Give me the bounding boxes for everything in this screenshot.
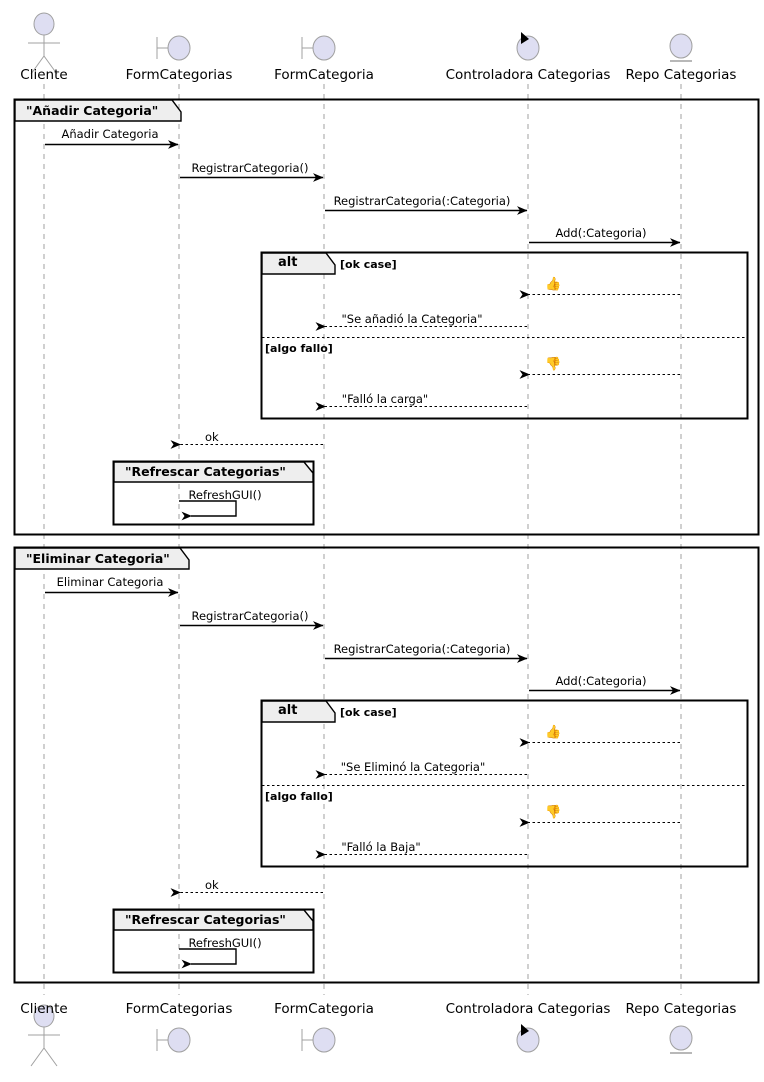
fragment-eliminar-alt-border xyxy=(260,699,749,868)
fragment-eliminar-refrescar-selfcall-label: RefreshGUI() xyxy=(188,936,262,950)
participant-label-top-formcat: FormCategoria xyxy=(274,67,374,83)
fragment-anadir-alt-branch0-message-label-1: "Se añadió la Categoria" xyxy=(341,312,483,326)
actor-icon-legr-cliente-top xyxy=(43,55,58,75)
participant-label-bottom-controladora: Controladora Categorias xyxy=(445,1001,611,1017)
entity-icon-circle-repo-top xyxy=(669,33,693,59)
participant-label-top-controladora: Controladora Categorias xyxy=(445,67,611,83)
participant-label-bottom-formcats: FormCategorias xyxy=(125,1001,233,1017)
thumbs-down-icon: 👎 xyxy=(545,357,562,372)
fragment-anadir-alt-border xyxy=(260,251,749,420)
fragment-anadir-message-label-0: Añadir Categoria xyxy=(61,127,159,141)
fragment-anadir-refrescar-selfcall-loop xyxy=(179,500,237,521)
fragment-anadir-message-label-3: Add(:Categoria) xyxy=(555,226,647,240)
boundary-icon-circle-formcats-top xyxy=(167,35,191,61)
boundary-icon-circle-formcat-bottom xyxy=(312,1027,336,1053)
participant-label-bottom-formcat: FormCategoria xyxy=(274,1001,374,1017)
thumbs-up-icon: 👍 xyxy=(545,725,562,740)
actor-icon-legl-cliente-top xyxy=(30,55,45,75)
fragment-anadir-message-label-2: RegistrarCategoria(:Categoria) xyxy=(333,194,511,208)
entity-icon-circle-repo-bottom xyxy=(669,1025,693,1051)
fragment-eliminar-message-label-1: RegistrarCategoria() xyxy=(191,609,309,623)
actor-icon-legl-cliente-bottom xyxy=(30,1047,45,1067)
participant-label-top-repo: Repo Categorias xyxy=(625,67,737,83)
fragment-anadir-refrescar-selfcall-label: RefreshGUI() xyxy=(188,488,262,502)
fragment-anadir-header-shape xyxy=(14,99,182,122)
actor-icon-legr-cliente-bottom xyxy=(43,1047,58,1067)
boundary-icon-circle-formcats-bottom xyxy=(167,1027,191,1053)
fragment-eliminar-alt-branch1-message-label-1: "Falló la Baja" xyxy=(341,840,421,854)
thumbs-up-icon: 👍 xyxy=(545,277,562,292)
fragment-anadir-alt-guard-0: [ok case] xyxy=(340,258,397,271)
fragment-eliminar-message-label-2: RegistrarCategoria(:Categoria) xyxy=(333,642,511,656)
thumbs-down-icon: 👎 xyxy=(545,805,562,820)
participant-label-top-cliente: Cliente xyxy=(20,67,68,83)
fragment-anadir-message-label-1: RegistrarCategoria() xyxy=(191,161,309,175)
participant-label-top-formcats: FormCategorias xyxy=(125,67,233,83)
fragment-anadir-refrescar-header-shape xyxy=(113,461,314,483)
fragment-eliminar-message-label-3: Add(:Categoria) xyxy=(555,674,647,688)
participant-label-bottom-cliente: Cliente xyxy=(20,1001,68,1017)
fragment-anadir-alt-guard-1: [algo fallo] xyxy=(265,342,333,355)
fragment-eliminar-message-label-0: Eliminar Categoria xyxy=(56,575,164,589)
fragment-eliminar-border xyxy=(13,546,760,984)
boundary-icon-circle-formcat-top xyxy=(312,35,336,61)
actor-icon-head-cliente-top xyxy=(33,12,55,36)
fragment-eliminar-postmessage-label-0: ok xyxy=(205,878,219,892)
fragment-eliminar-header-shape xyxy=(14,547,190,570)
fragment-eliminar-alt-header-shape xyxy=(261,700,336,723)
participant-label-bottom-repo: Repo Categorias xyxy=(625,1001,737,1017)
fragment-anadir-postmessage-label-0: ok xyxy=(205,430,219,444)
fragment-anadir-alt-header-shape xyxy=(261,252,336,275)
control-icon-arrow-controladora-top xyxy=(521,32,529,44)
fragment-eliminar-alt-guard-1: [algo fallo] xyxy=(265,790,333,803)
fragment-anadir-title: "Añadir Categoria" xyxy=(26,103,159,118)
fragment-eliminar-refrescar-header-shape xyxy=(113,909,314,931)
fragment-eliminar-refrescar-title: "Refrescar Categorias" xyxy=(125,912,286,927)
fragment-anadir-alt-title: alt xyxy=(278,255,298,270)
fragment-eliminar-alt-guard-0: [ok case] xyxy=(340,706,397,719)
fragment-eliminar-refrescar-selfcall-loop xyxy=(179,948,237,969)
fragment-anadir-alt-branch1-message-label-1: "Falló la carga" xyxy=(341,392,429,406)
fragment-anadir-border xyxy=(13,98,760,536)
fragment-anadir-refrescar-title: "Refrescar Categorias" xyxy=(125,464,286,479)
fragment-eliminar-alt-title: alt xyxy=(278,703,298,718)
control-icon-arrow-controladora-bottom xyxy=(521,1024,529,1036)
fragment-eliminar-title: "Eliminar Categoria" xyxy=(26,551,170,566)
fragment-eliminar-alt-branch0-message-label-1: "Se Eliminó la Categoria" xyxy=(340,760,486,774)
